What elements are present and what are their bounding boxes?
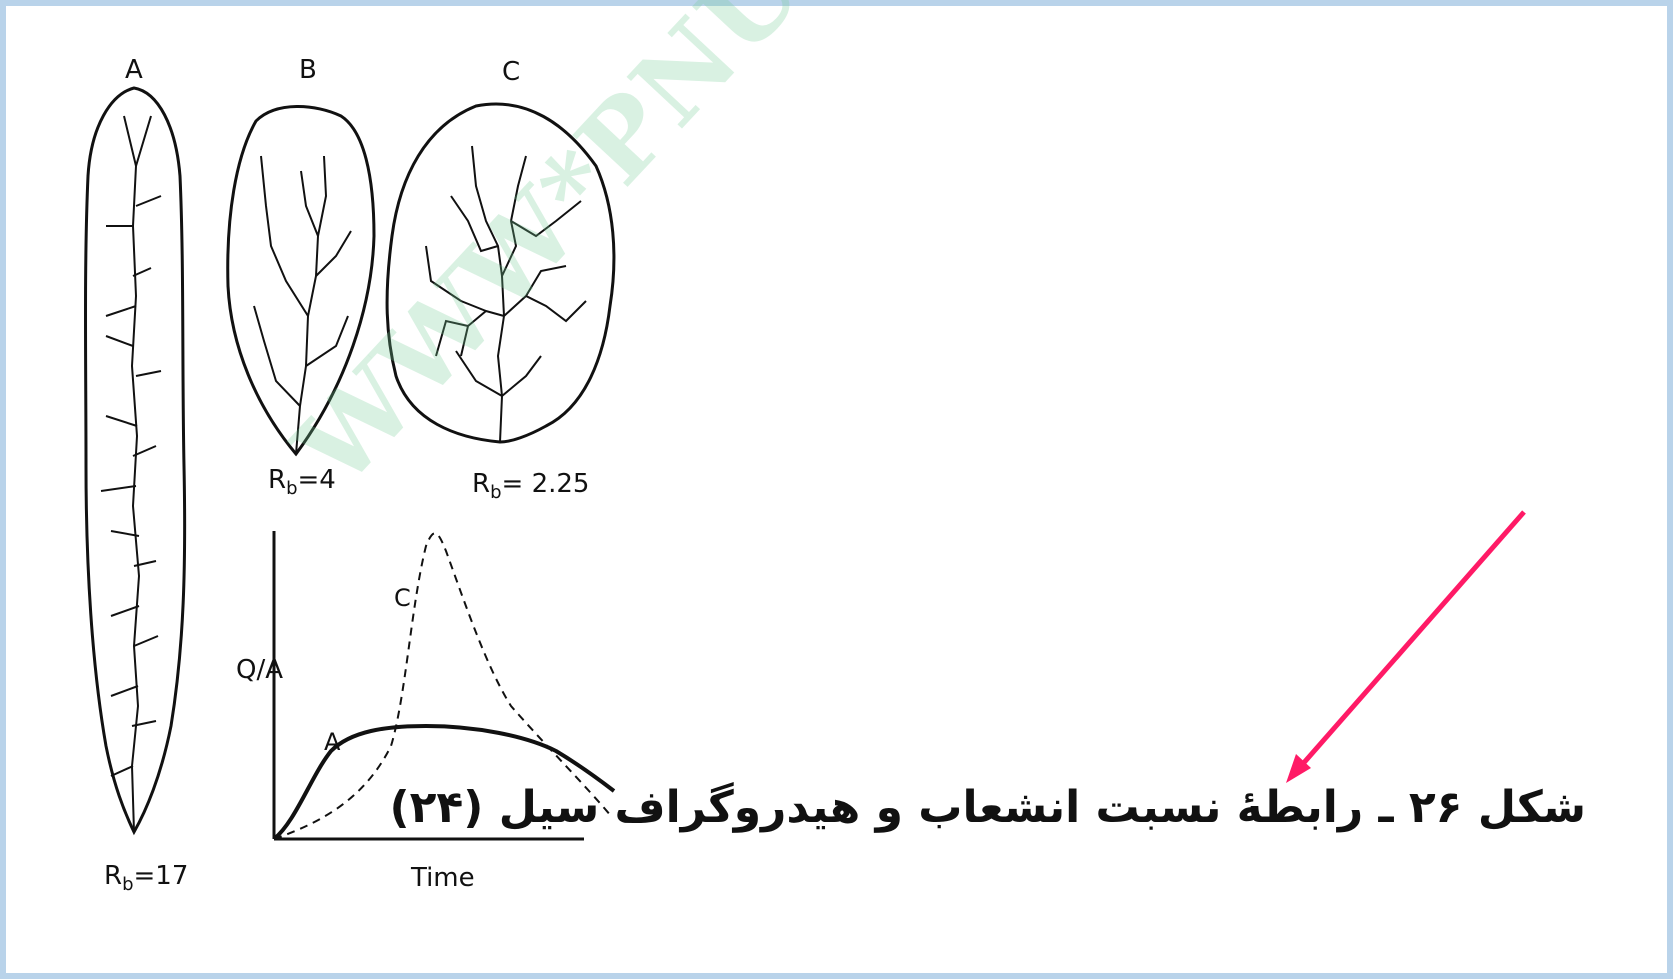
curve-a-label: A (324, 728, 341, 756)
basin-c-streams (425, 145, 587, 443)
x-axis-label: Time (410, 863, 475, 893)
basin-b-letter: B (299, 55, 317, 85)
basin-c-letter: C (502, 57, 520, 87)
basin-c (385, 102, 616, 444)
curve-c (273, 532, 612, 840)
pointer-arrow (1286, 510, 1526, 783)
hydrograph (272, 531, 616, 841)
basin-c-ratio: Rb= 2.25 (472, 469, 589, 503)
basin-a (84, 86, 187, 836)
basin-a-main-stream (123, 115, 141, 833)
figure-canvas: A B C Rb=17 Rb=4 Rb= 2.25 Q/A Time A C (84, 55, 1526, 895)
basin-b-streams (253, 155, 352, 455)
basin-b (226, 105, 376, 457)
basin-a-letter: A (125, 55, 143, 85)
basin-a-tributaries (100, 115, 162, 777)
curve-c-label: C (394, 584, 411, 612)
y-axis-label: Q/A (236, 655, 283, 685)
basin-b-outline (226, 105, 376, 457)
basin-a-ratio: Rb=17 (104, 861, 188, 895)
basin-c-outline (385, 102, 616, 444)
page-frame: A B C Rb=17 Rb=4 Rb= 2.25 Q/A Time A C ش… (6, 0, 1667, 973)
basin-b-ratio: Rb=4 (268, 465, 336, 499)
figure-caption: شکل ۲۶ ـ رابطهٔ نسبت انشعاب و هیدروگراف … (389, 782, 1586, 833)
curve-a (272, 723, 616, 841)
